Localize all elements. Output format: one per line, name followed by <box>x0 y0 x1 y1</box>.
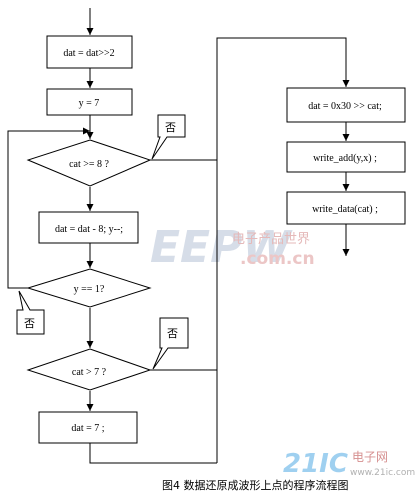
callout-no-3 <box>152 317 189 370</box>
node-cat-gt-7-text: cat > 7 ? <box>72 367 107 378</box>
box-write-data <box>286 191 406 225</box>
callout-no-1 <box>151 114 186 160</box>
loop-back-line <box>7 127 90 289</box>
node-dat-0x30-text: dat = 0x30 >> cat; <box>308 101 382 112</box>
node-y-init-text: y = 7 <box>79 98 100 109</box>
box-dat-sub <box>38 211 139 244</box>
eepw-watermark: EEPW 电子产品世界 .com.cn <box>150 222 315 273</box>
diamond-cat-ge-8 <box>26 139 152 187</box>
watermark-brand: EEPW <box>150 222 293 273</box>
logo-21ic: 21IC 电子网 www.21ic.com <box>283 449 415 479</box>
node-dat-sub-text: dat = dat - 8; y--; <box>55 224 123 235</box>
logo-cn: 电子网 <box>352 450 388 464</box>
diamond-y-eq-1 <box>26 268 152 308</box>
label-no-2: 否 <box>24 317 35 330</box>
node-write-data-text: write_data(cat) ; <box>312 204 378 215</box>
label-no-3: 否 <box>167 327 178 340</box>
merge-trunk-line <box>216 37 350 463</box>
watermark-cn: 电子产品世界 <box>232 232 310 247</box>
node-cat-ge-8-text: cat >= 8 ? <box>69 159 109 170</box>
figure-caption: 图4 数据还原成波形上点的程序流程图 <box>162 478 349 492</box>
box-y-init <box>46 88 133 116</box>
box-write-add <box>286 141 406 173</box>
logo-num: 21IC <box>283 449 348 479</box>
box-dat-0x30 <box>286 87 406 123</box>
label-no-1: 否 <box>165 121 176 134</box>
node-y-eq-1-text: y == 1? <box>74 284 105 295</box>
diamond-cat-gt-7 <box>26 348 152 391</box>
node-write-add-text: write_add(y,x) ; <box>313 153 377 164</box>
callout-no-2 <box>16 290 45 335</box>
node-dat-7-text: dat = 7 ; <box>71 423 104 434</box>
dat7-join-line <box>89 443 217 464</box>
watermark-site: .com.cn <box>240 249 315 269</box>
box-dat-shift <box>46 35 133 69</box>
logo-site: www.21ic.com <box>350 468 415 478</box>
node-dat-shift-text: dat = dat>>2 <box>63 48 114 59</box>
box-dat-7 <box>38 411 138 444</box>
